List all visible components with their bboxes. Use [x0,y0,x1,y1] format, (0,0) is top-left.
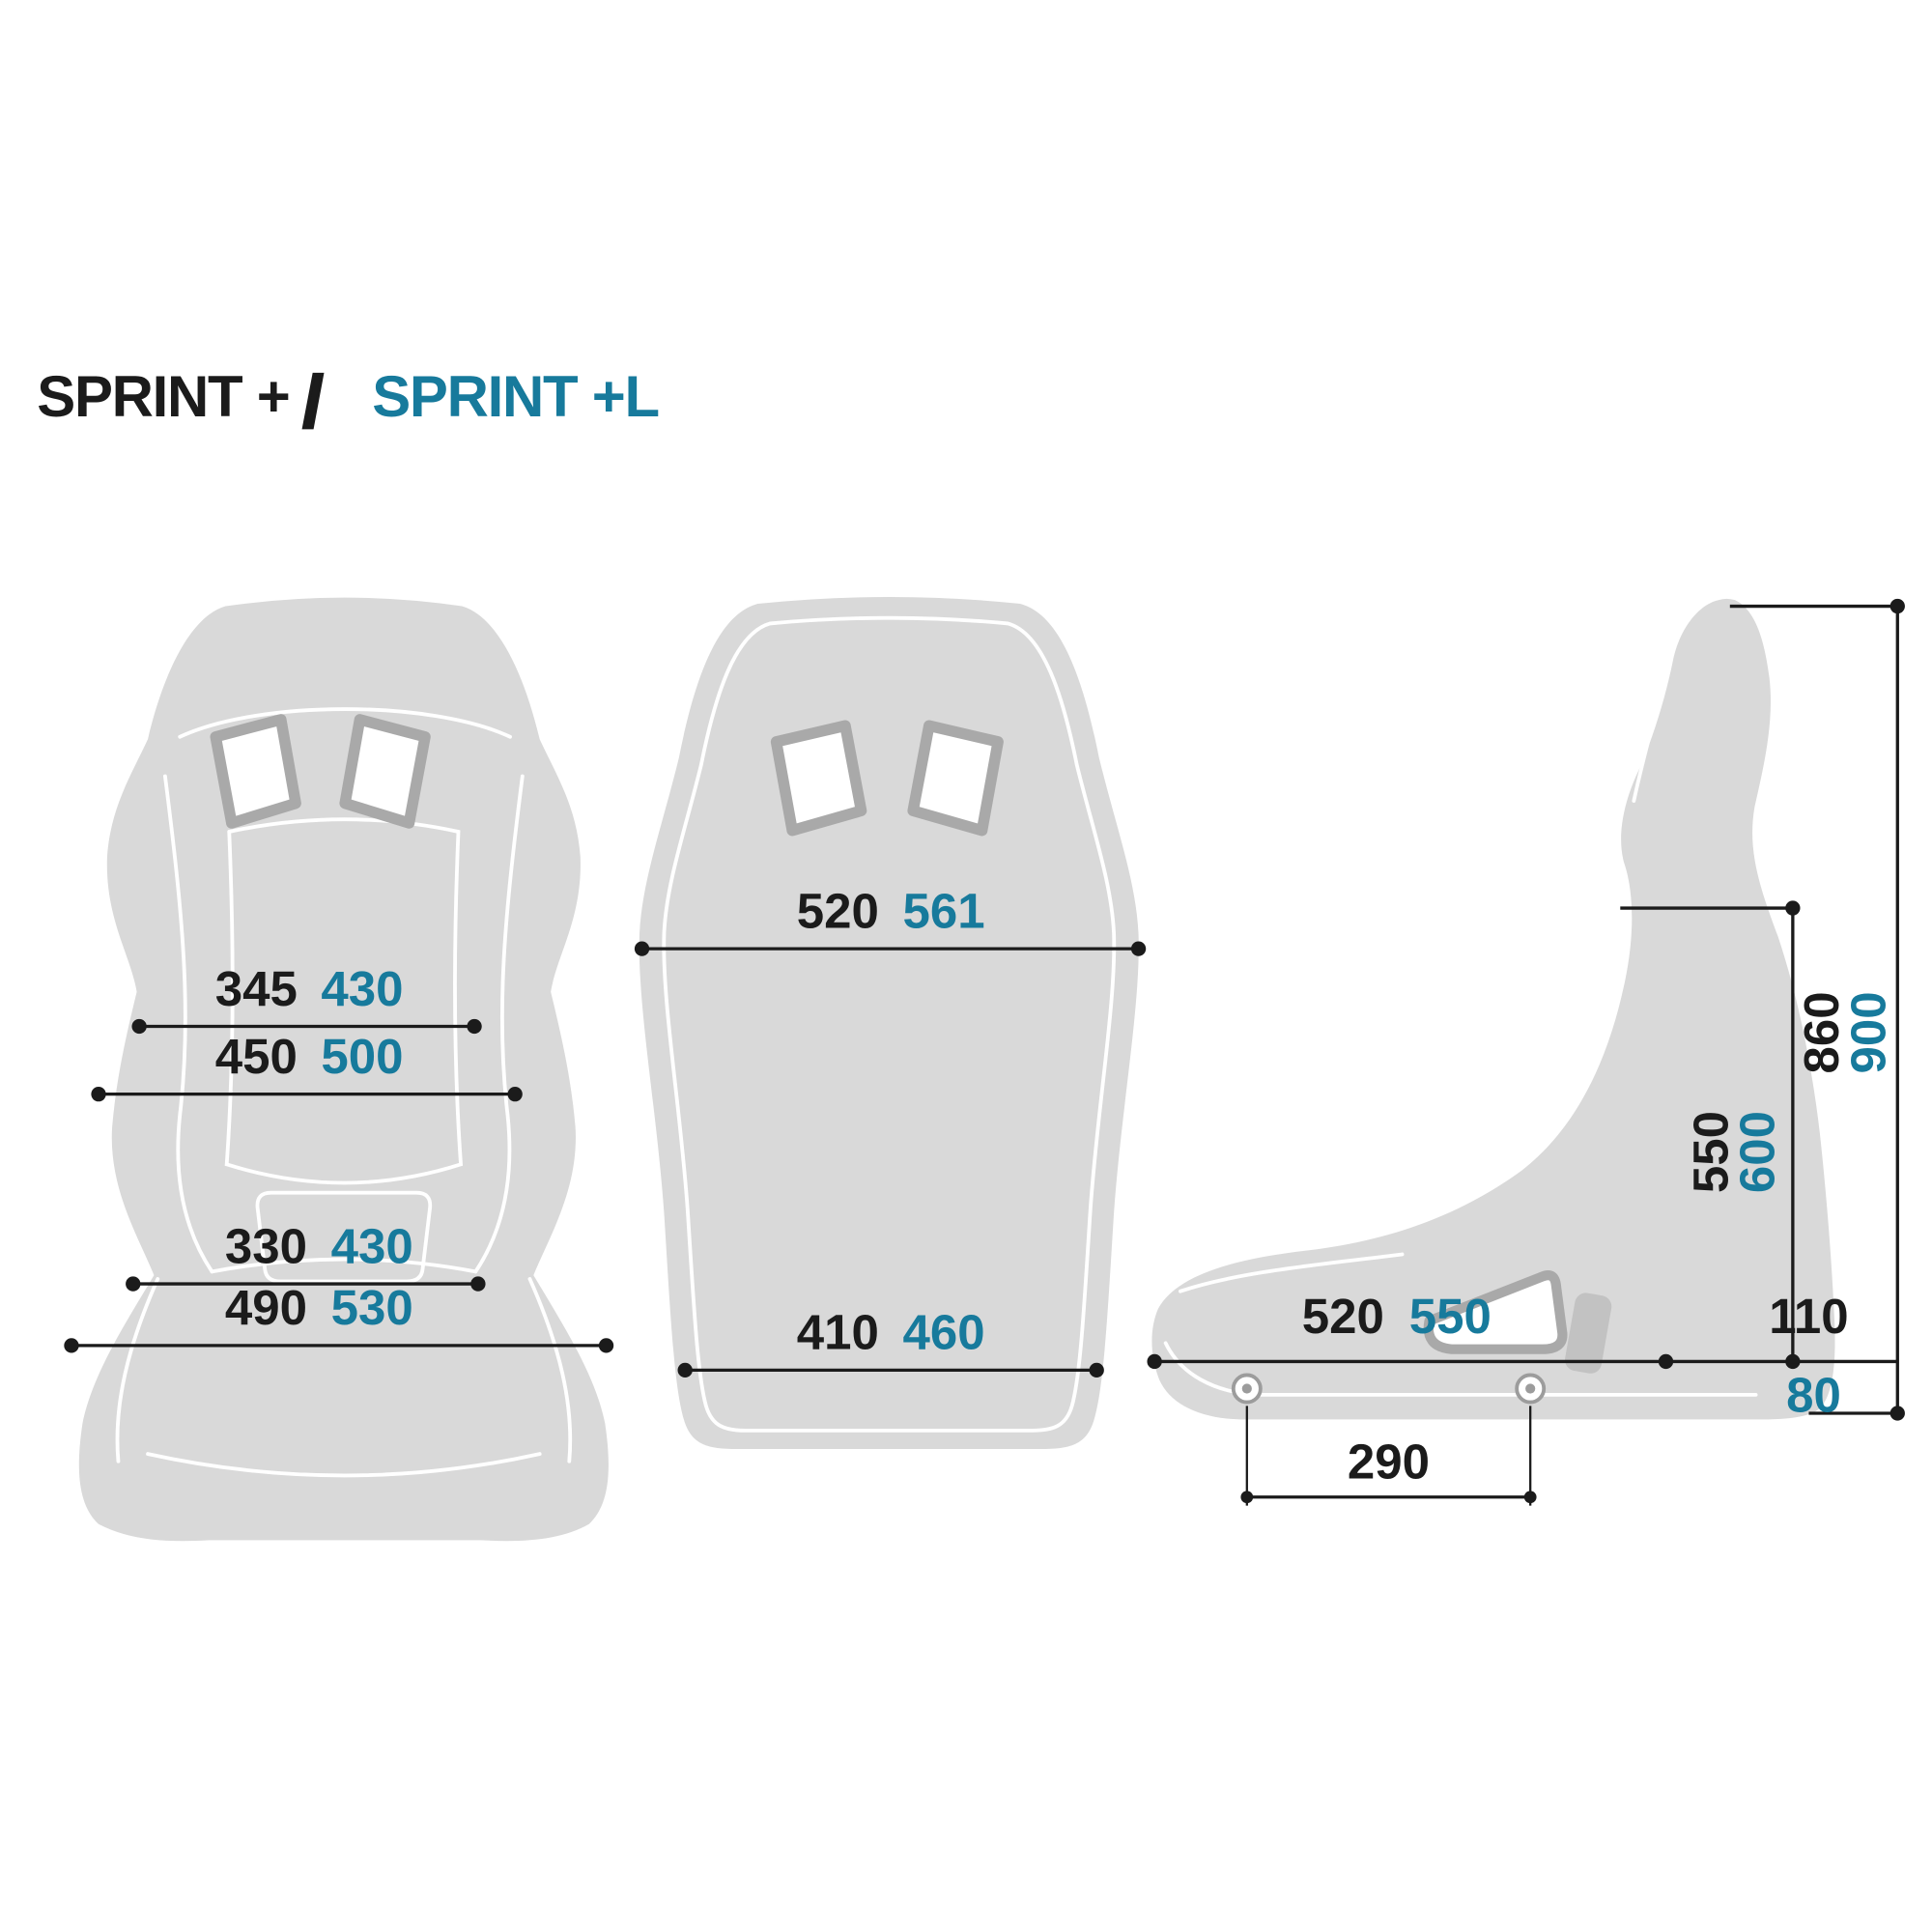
seat-depth-sprint-value: 520 [1302,1289,1384,1344]
front-belt-hole-left-icon [210,714,301,829]
dim-dot [1147,1353,1162,1370]
mount-height-sprint-l-value: 80 [1786,1368,1841,1423]
side-view: 860 900 550 600 520 550 110 80 290 [1147,598,1905,1506]
side-mount-bracket [1565,1293,1612,1374]
front-contour-right-bolster [473,774,525,1274]
overall-height-sprint-value: 860 [1794,991,1849,1073]
front-contour-left-bolster [163,774,214,1274]
rear-shoulder-sprint-l-value: 561 [902,883,984,938]
rear-shoulder-sprint-value: 520 [797,883,879,938]
front-contour-right-thigh [527,1277,573,1463]
mount-hole-center-icon [1525,1383,1536,1394]
dim-dot [126,1276,141,1292]
title: SPRINT + / SPRINT +L [37,360,660,443]
dim-dot [64,1338,79,1353]
title-sprint-plus: SPRINT + [37,364,289,429]
dim-dot [1785,900,1801,916]
front-belt-hole-right-icon [339,714,431,829]
dim-dot [91,1087,106,1102]
front-lower-outer-sprint-l-value: 530 [331,1280,413,1335]
mount-height-sprint-value: 110 [1769,1289,1848,1344]
side-dimensions: 860 900 550 600 520 550 110 80 290 [1147,598,1905,1506]
rear-base-sprint-l-value: 460 [902,1305,984,1360]
dim-dot [507,1087,523,1102]
seat-depth-sprint-l-value: 550 [1409,1289,1492,1344]
dim-dot [634,941,650,956]
backrest-height-sprint-l-value: 600 [1730,1111,1785,1193]
front-lower-outer-sprint-value: 490 [225,1280,307,1335]
side-contour-front-edge [1632,673,1668,803]
front-lower-inner-sprint-value: 330 [225,1218,307,1273]
dim-dot [1130,941,1147,956]
front-lower-inner-sprint-l-value: 430 [331,1218,413,1273]
front-dimensions: 345 430 450 500 330 430 490 530 [64,961,614,1353]
side-seat-silhouette [1151,598,1835,1420]
title-separator-slash: / [303,361,324,441]
dim-dot [470,1276,486,1292]
front-view: 345 430 450 500 330 430 490 530 [64,597,614,1542]
rear-belt-hole-right-icon [907,720,1004,837]
rear-dimensions: 520 561 410 460 [634,883,1147,1378]
rear-seat-silhouette [639,596,1139,1449]
dim-dot [598,1338,614,1353]
front-contour-headrest [178,707,512,739]
front-upper-outer-sprint-value: 450 [215,1029,298,1084]
front-upper-outer-sprint-l-value: 500 [321,1029,403,1084]
mount-spacing-sprint-value: 290 [1348,1435,1430,1490]
title-sprint-plus-l: SPRINT +L [372,364,659,429]
front-contour-bottom [146,1452,542,1478]
front-contour-left-thigh [115,1277,160,1463]
dim-dot [1889,1406,1905,1421]
dim-dot [1089,1362,1104,1378]
dim-dot [131,1018,147,1035]
dim-dot [1889,598,1905,614]
backrest-height-sprint-value: 550 [1683,1111,1738,1193]
rear-seat-inset-contour [662,615,1117,1433]
rear-base-sprint-value: 410 [797,1305,879,1360]
front-contour-cushion-pad [255,1190,433,1284]
dim-dot [677,1362,693,1378]
side-mount-holes [1231,1373,1547,1405]
side-contour-seat-top [1179,1252,1405,1293]
front-upper-inner-sprint-value: 345 [215,961,298,1016]
side-belt-hole-icon [1423,1270,1568,1354]
front-seat-silhouette [78,597,609,1542]
overall-height-sprint-l-value: 900 [1841,991,1896,1073]
dim-dot [1658,1353,1674,1370]
mount-hole-center-icon [1241,1383,1252,1394]
dim-dot [467,1018,482,1035]
rear-view: 520 561 410 460 [634,596,1147,1449]
dim-dot [1523,1491,1537,1504]
front-contour-cushion-top [210,1257,478,1274]
front-upper-inner-sprint-l-value: 430 [321,961,403,1016]
rear-belt-hole-left-icon [770,720,867,837]
dim-dot [1240,1491,1254,1504]
